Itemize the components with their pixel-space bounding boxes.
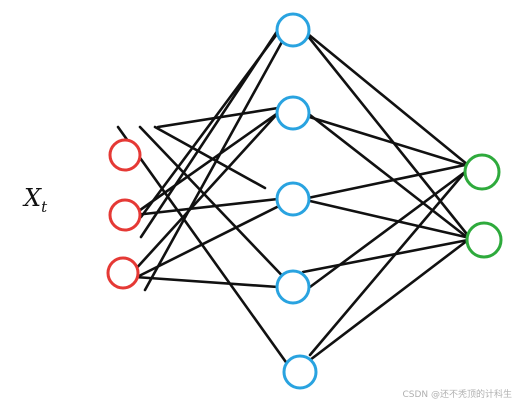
output-node-1 [463,153,501,191]
edge-13 [301,28,470,167]
input-node-2 [108,198,142,232]
input-node-1 [108,138,142,172]
edge-9 [131,111,280,217]
edge-18 [308,199,472,240]
edge-17 [301,163,467,201]
edge-15 [301,113,467,167]
hidden-node-1 [275,12,311,48]
edge-3 [153,125,267,190]
hidden-node-4 [275,269,311,305]
edge-21 [308,170,467,357]
edge-4 [156,106,280,129]
edge-7 [143,38,285,292]
edge-10 [133,197,280,217]
edge-20 [301,238,470,274]
edge-1 [116,125,295,374]
hidden-node-5 [282,354,318,390]
output-node-2 [465,221,503,259]
input-node-3 [106,256,140,290]
edge-12 [135,197,295,279]
input-label: Xt [22,184,48,216]
edge-22 [308,238,470,362]
network-nodes [106,12,503,390]
edge-19 [308,170,467,289]
connection-edges [116,28,472,374]
edge-14 [301,28,472,240]
edge-11 [133,275,280,289]
hidden-node-3 [275,181,311,217]
hidden-node-2 [275,95,311,131]
edge-8 [131,111,280,274]
input-label-main: X [22,184,42,212]
watermark: CSDN @还不秃顶的计科生 [402,388,512,400]
edge-6 [139,28,280,239]
edge-16 [308,113,470,240]
input-label-subscript: t [41,198,48,216]
